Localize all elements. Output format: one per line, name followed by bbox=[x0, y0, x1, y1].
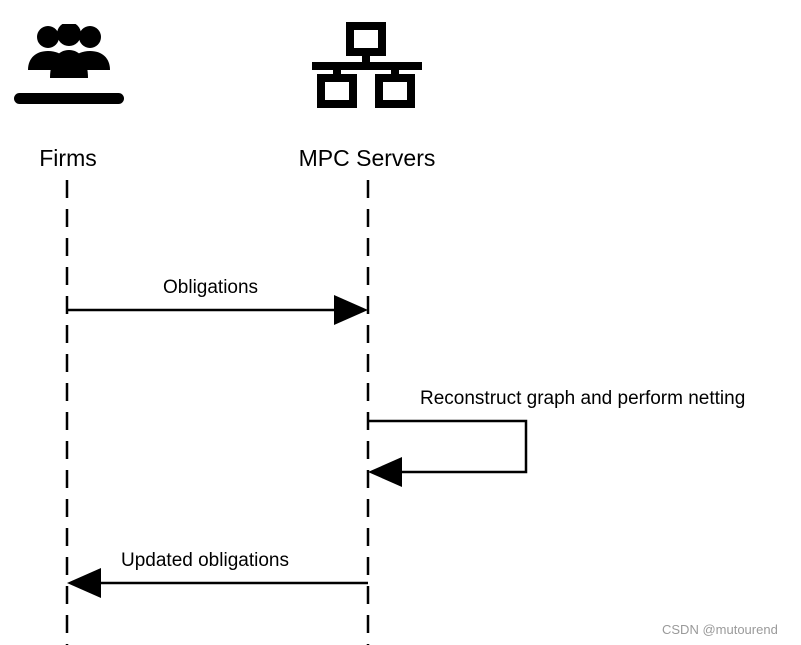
message-label-updated-obligations: Updated obligations bbox=[121, 550, 289, 571]
network-servers-icon bbox=[312, 22, 422, 108]
watermark-text: CSDN @mutourend bbox=[662, 622, 778, 637]
message-label-netting: Reconstruct graph and perform netting bbox=[420, 388, 746, 409]
participant-label-mpc-servers: MPC Servers bbox=[298, 145, 436, 171]
arrow-netting-self bbox=[368, 419, 528, 487]
arrow-updated-obligations bbox=[67, 568, 368, 598]
participant-label-firms: Firms bbox=[39, 145, 97, 171]
arrow-obligations bbox=[67, 295, 368, 325]
message-label-obligations: Obligations bbox=[163, 277, 259, 298]
users-icon bbox=[14, 24, 124, 104]
